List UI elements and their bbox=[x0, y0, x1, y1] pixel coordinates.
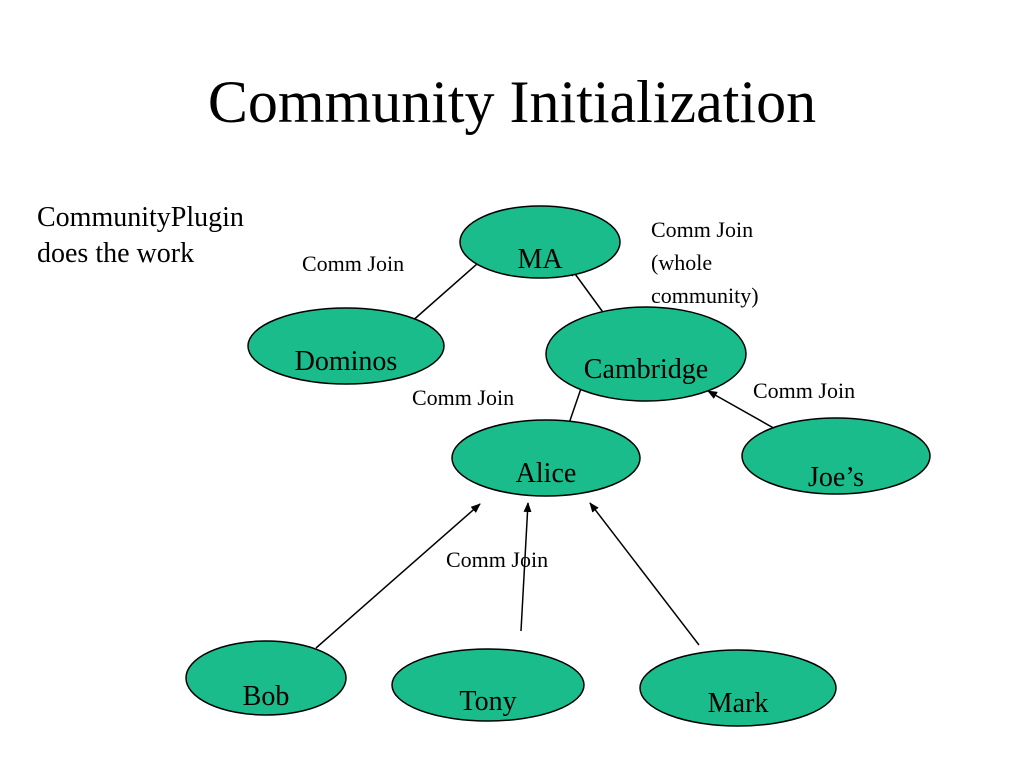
node-ma-label: MA bbox=[517, 244, 563, 275]
edge-bob-to-alice bbox=[315, 503, 481, 649]
node-ma-ellipse bbox=[459, 205, 621, 279]
edge-label-dominos-ma-line-1: Comm Join bbox=[302, 251, 404, 276]
edge-label-alice-cambridge-line-1: Comm Join bbox=[412, 385, 514, 410]
node-dominos-label: Dominos bbox=[295, 346, 398, 377]
edge-mark-to-alice bbox=[589, 502, 700, 646]
edge-label-cambridge-ma-line-2: (whole bbox=[651, 250, 712, 275]
node-joes-ellipse bbox=[741, 417, 931, 495]
edge-label-alice-cambridge: Comm Join bbox=[412, 385, 514, 410]
node-tony-ellipse bbox=[391, 648, 585, 722]
slide-title: Community Initialization bbox=[207, 69, 817, 135]
edge-label-dominos-ma: Comm Join bbox=[302, 251, 404, 276]
edge-label-cambridge-ma-line-3: community) bbox=[651, 283, 759, 308]
node-joes-label: Joe’s bbox=[808, 462, 864, 493]
edge-tony-to-alice bbox=[520, 502, 532, 632]
node-mark: Mark bbox=[639, 649, 837, 727]
node-tony: Tony bbox=[391, 648, 585, 722]
note-line-1: CommunityPlugin bbox=[37, 202, 244, 233]
node-alice-label: Alice bbox=[516, 458, 577, 489]
note-line-2: does the work bbox=[37, 238, 195, 269]
edge-label-members-alice: Comm Join bbox=[446, 547, 548, 572]
edge-label-joes-cambridge: Comm Join bbox=[753, 378, 855, 403]
edge-label-members-alice-line-1: Comm Join bbox=[446, 547, 548, 572]
edge-label-cambridge-ma: Comm Join (whole community) bbox=[651, 217, 759, 308]
node-cambridge-ellipse bbox=[545, 306, 747, 402]
node-tony-label: Tony bbox=[459, 686, 516, 717]
node-dominos: Dominos bbox=[247, 307, 445, 385]
node-bob: Bob bbox=[185, 640, 347, 716]
node-ma: MA bbox=[459, 205, 621, 279]
node-dominos-ellipse bbox=[247, 307, 445, 385]
node-mark-label: Mark bbox=[708, 688, 769, 719]
edge-label-joes-cambridge-line-1: Comm Join bbox=[753, 378, 855, 403]
node-bob-ellipse bbox=[185, 640, 347, 716]
edge-label-cambridge-ma-line-1: Comm Join bbox=[651, 217, 753, 242]
node-bob-label: Bob bbox=[243, 681, 290, 712]
node-alice-ellipse bbox=[451, 419, 641, 497]
node-mark-ellipse bbox=[639, 649, 837, 727]
node-joes: Joe’s bbox=[741, 417, 931, 495]
node-cambridge-label: Cambridge bbox=[584, 354, 708, 385]
node-alice: Alice bbox=[451, 419, 641, 497]
node-cambridge: Cambridge bbox=[545, 306, 747, 402]
slide-note: CommunityPlugin does the work bbox=[37, 200, 297, 272]
